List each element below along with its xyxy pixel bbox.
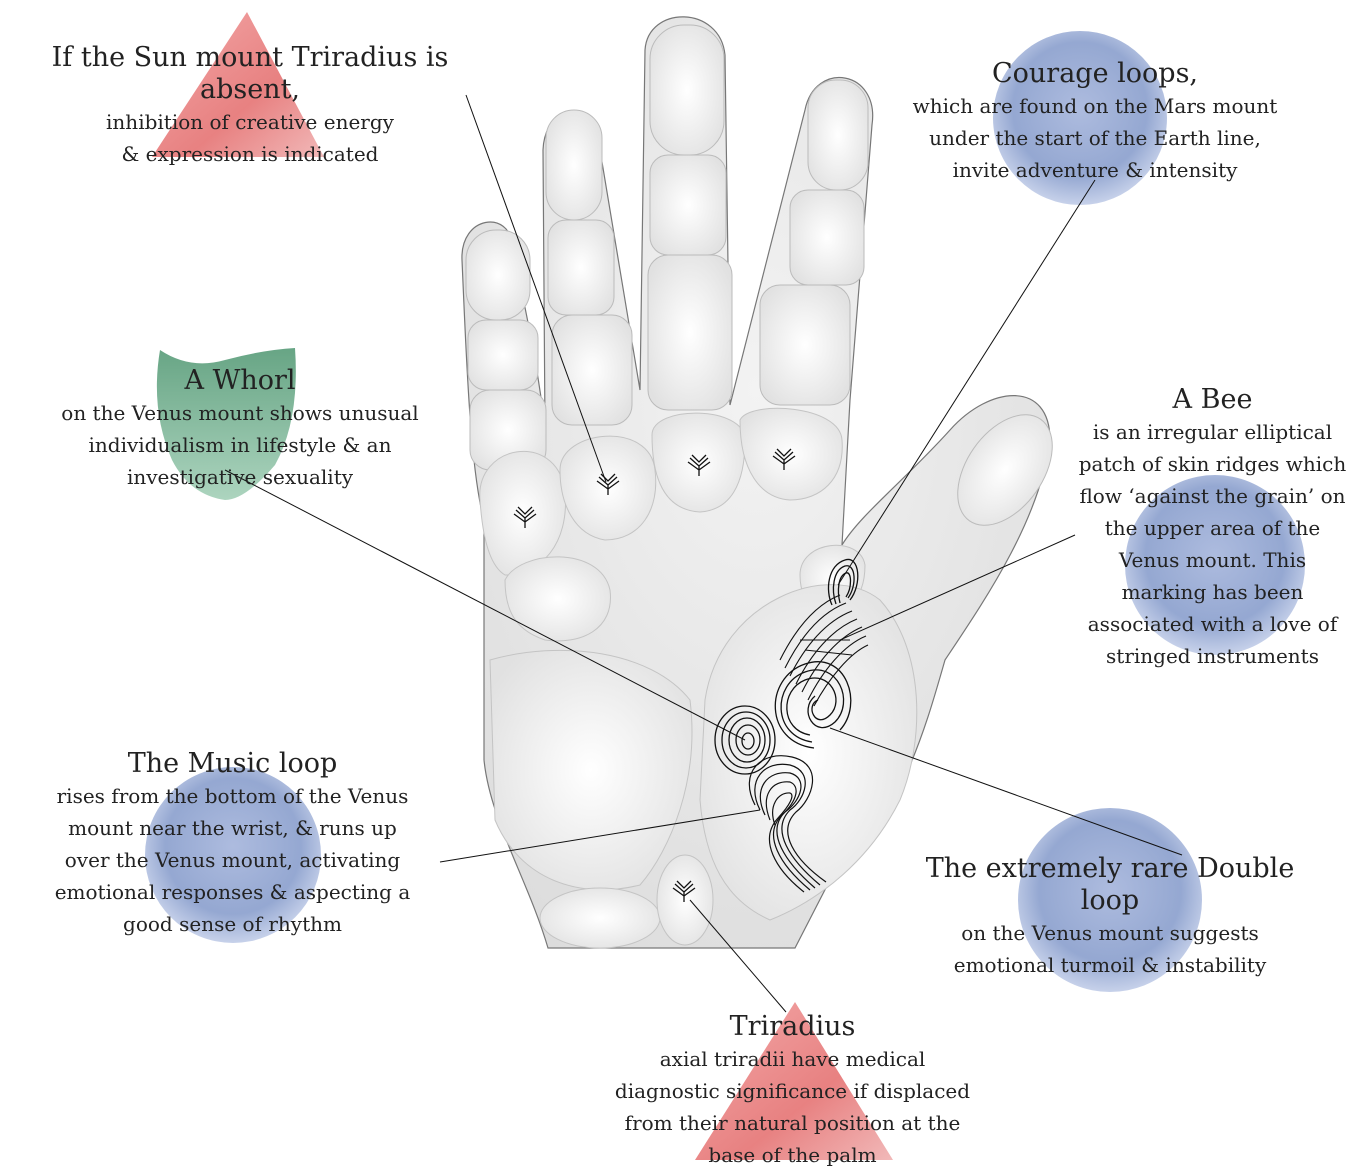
index-finger-base <box>760 285 850 405</box>
annotation-courage-loops-body: which are found on the Mars mount under … <box>895 90 1295 186</box>
annotation-sun-mount-title: If the Sun mount Triradius is absent, <box>0 42 500 106</box>
annotation-bee: A Bee is an irregular elliptical patch o… <box>1065 384 1360 672</box>
annotation-music-loop-body: rises from the bottom of the Venus mount… <box>30 780 435 940</box>
annotation-whorl-body: on the Venus mount shows unusual individ… <box>30 397 450 493</box>
annotation-music-loop: The Music loop rises from the bottom of … <box>30 748 435 940</box>
ring-finger-base <box>552 315 632 425</box>
luna-mount-lower <box>490 650 692 889</box>
annotation-triradius-body: axial triradii have medical diagnostic s… <box>590 1043 995 1171</box>
annotation-whorl: A Whorl on the Venus mount shows unusual… <box>30 365 450 493</box>
annotation-courage-loops-title: Courage loops, <box>895 58 1295 90</box>
ring-finger-tip <box>546 110 602 220</box>
wrist-left <box>540 888 660 948</box>
index-finger-tip <box>808 80 868 190</box>
annotation-double-loop: The extremely rare Double loop on the Ve… <box>895 853 1325 981</box>
annotation-bee-title: A Bee <box>1065 384 1360 416</box>
annotation-bee-body: is an irregular elliptical patch of skin… <box>1065 416 1360 672</box>
middle-finger-mid <box>650 155 726 255</box>
little-finger-tip <box>466 230 530 320</box>
annotation-music-loop-title: The Music loop <box>30 748 435 780</box>
wrist-center <box>657 855 713 945</box>
annotation-triradius-title: Triradius <box>590 1011 995 1043</box>
annotation-double-loop-title: The extremely rare Double loop <box>895 853 1325 917</box>
annotation-sun-mount: If the Sun mount Triradius is absent, in… <box>0 42 500 170</box>
ring-finger-mid <box>548 220 614 315</box>
annotation-sun-mount-body: inhibition of creative energy & expressi… <box>0 106 500 170</box>
little-finger-mid <box>468 320 538 390</box>
annotation-double-loop-body: on the Venus mount suggests emotional tu… <box>895 917 1325 981</box>
middle-finger-base <box>648 255 732 410</box>
annotation-courage-loops: Courage loops, which are found on the Ma… <box>895 58 1295 186</box>
middle-finger-tip <box>650 25 724 155</box>
index-finger-mid <box>790 190 864 285</box>
annotation-triradius: Triradius axial triradii have medical di… <box>590 1011 995 1171</box>
annotation-whorl-title: A Whorl <box>30 365 450 397</box>
